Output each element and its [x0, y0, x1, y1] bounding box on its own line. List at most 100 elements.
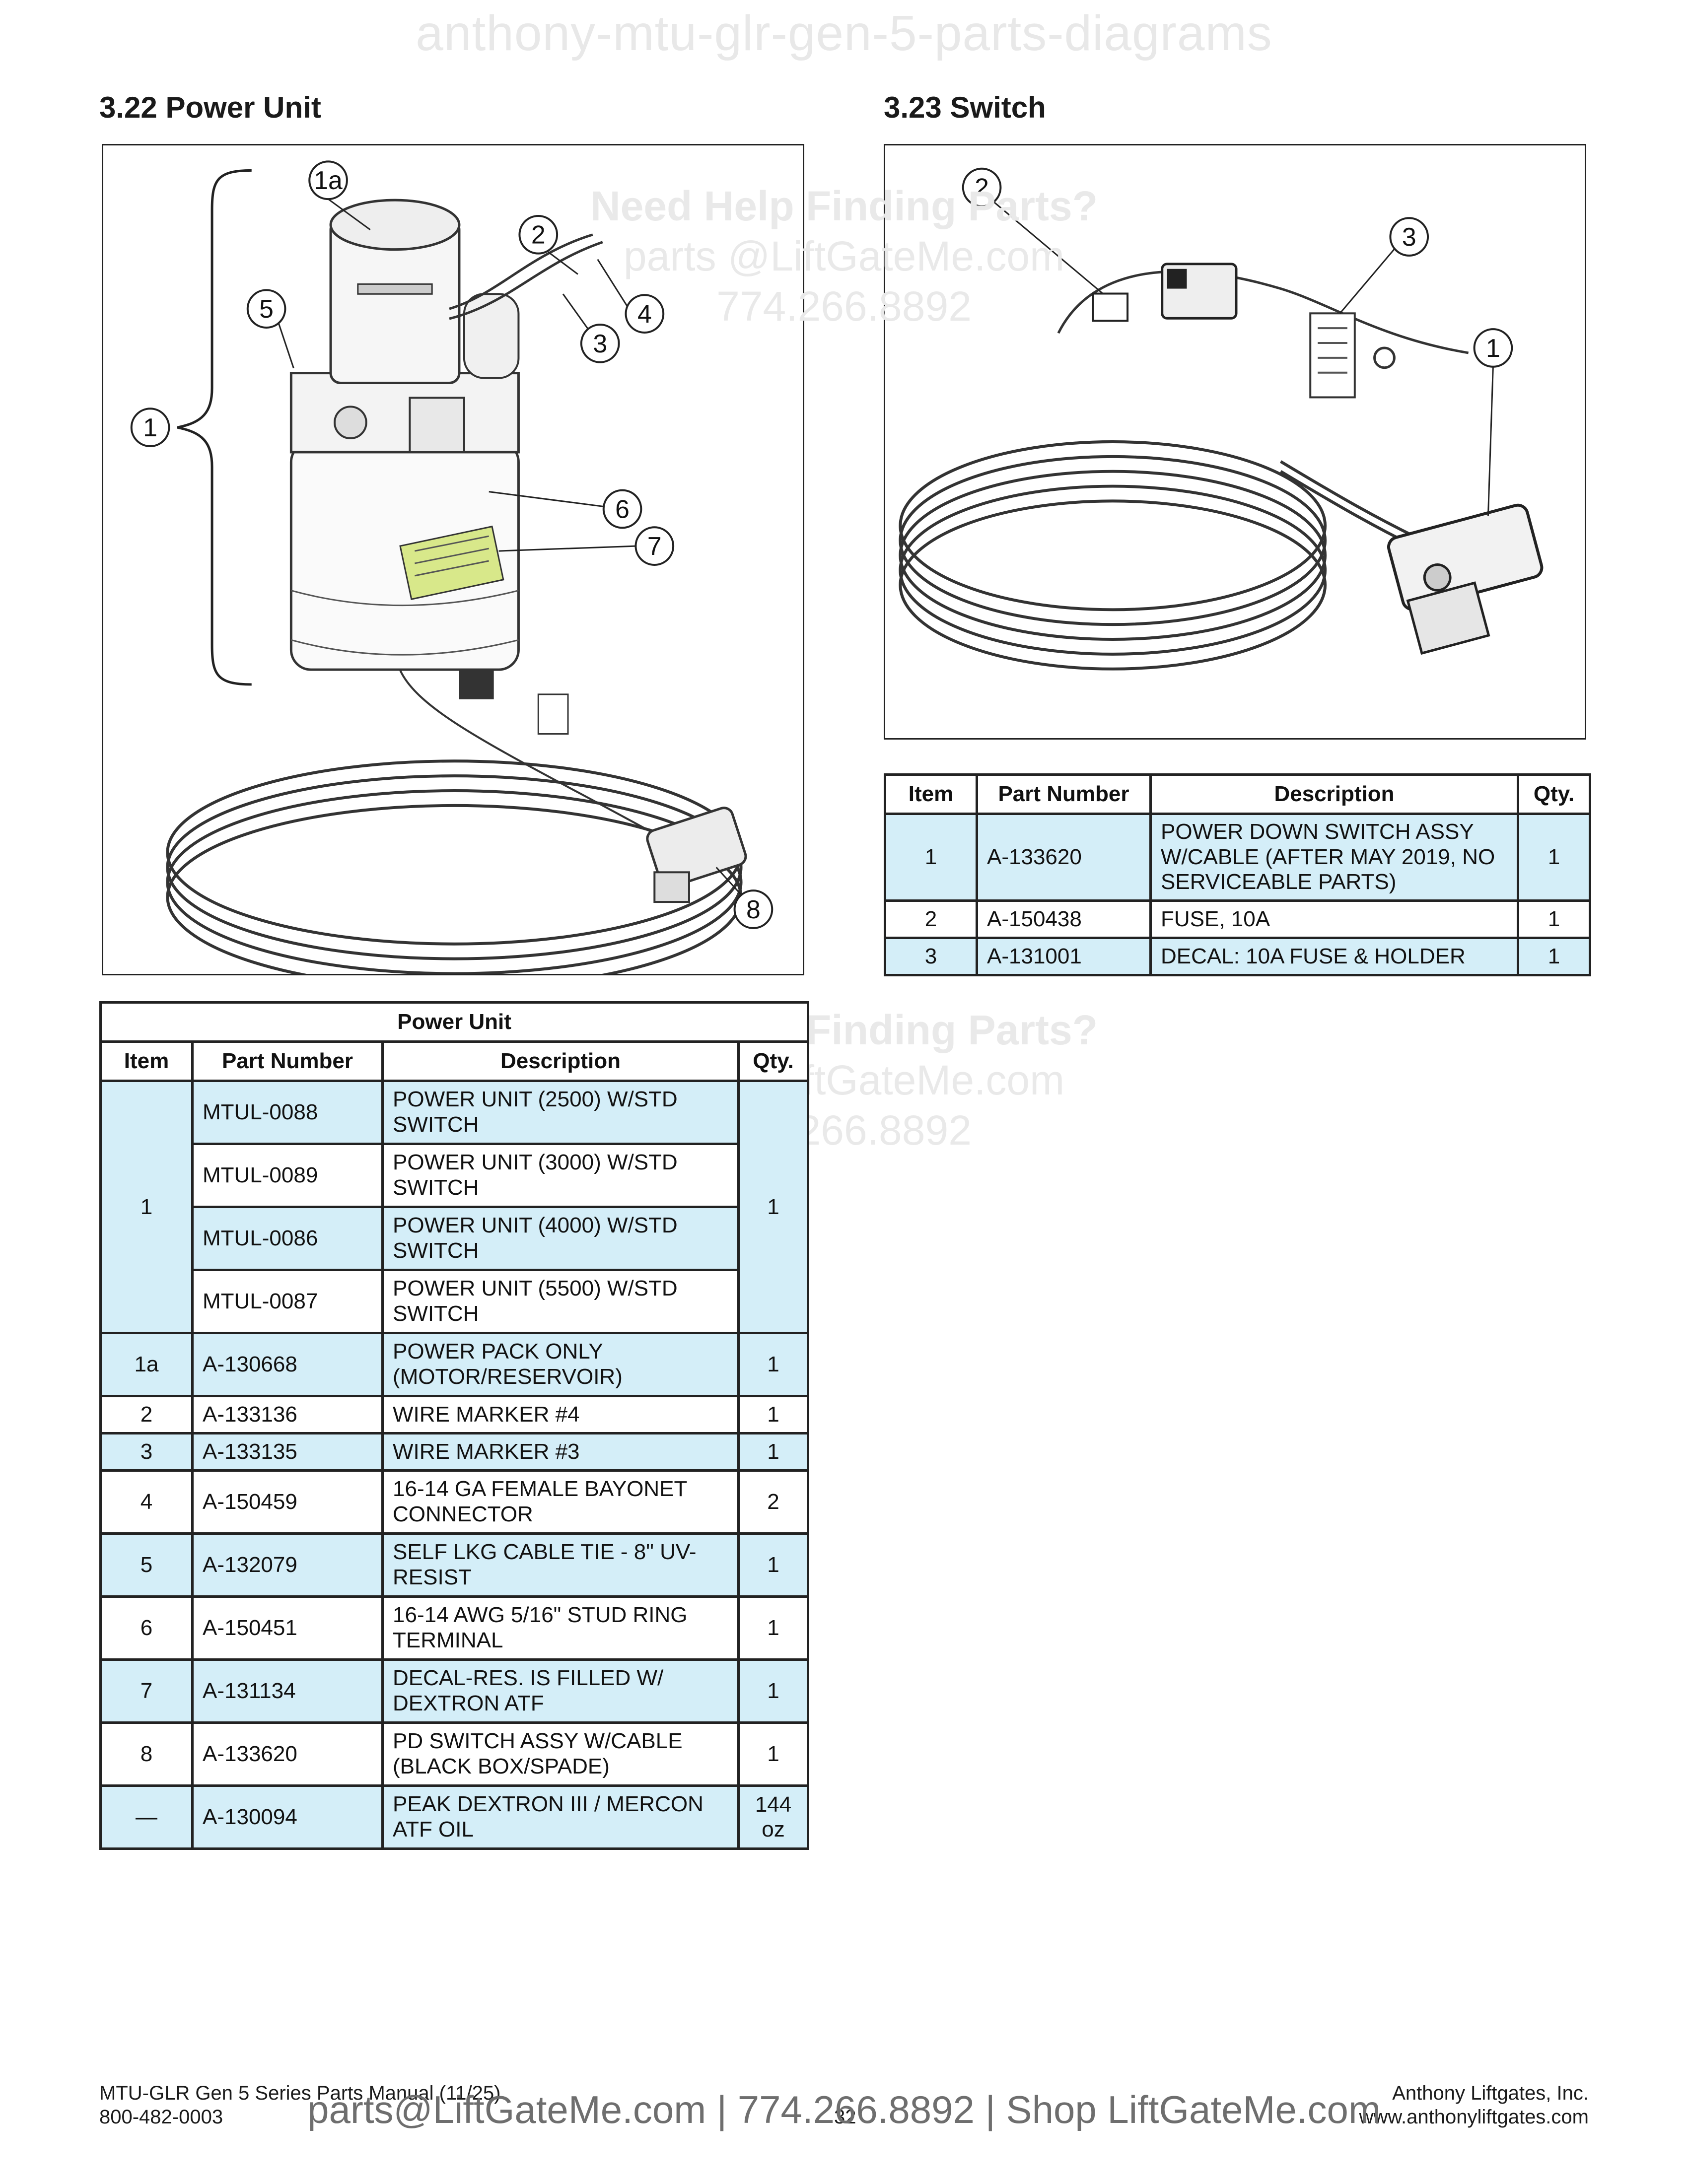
table-row: — A-130094 PEAK DEXTRON III / MERCON ATF… — [99, 1784, 810, 1850]
description-cell: PD SWITCH ASSY W/CABLE (BLACK BOX/SPADE) — [381, 1721, 740, 1787]
part-number-cell: A-133620 — [191, 1721, 384, 1787]
table-row: MTUL-0086 POWER UNIT (4000) W/STD SWITCH — [101, 1206, 808, 1271]
svg-text:5: 5 — [259, 294, 274, 323]
col-item: Item — [99, 1040, 194, 1082]
description-cell: WIRE MARKER #3 — [381, 1432, 740, 1472]
switch-section-title: 3.23 Switch — [884, 91, 1046, 124]
table-row: 3 A-131001 DECAL: 10A FUSE & HOLDER 1 — [884, 937, 1591, 976]
part-number-cell: A-150451 — [191, 1595, 384, 1661]
part-number-cell: A-131001 — [976, 937, 1152, 976]
part-number-cell: A-131134 — [191, 1658, 384, 1724]
item-cell: 8 — [99, 1721, 194, 1787]
qty-cell: 144 oz — [737, 1784, 810, 1850]
part-number-cell: A-130094 — [191, 1784, 384, 1850]
table-row: 5 A-132079 SELF LKG CABLE TIE - 8" UV-RE… — [99, 1532, 810, 1598]
table-row: 1 MTUL-0088 POWER UNIT (2500) W/STD SWIT… — [99, 1080, 810, 1334]
qty-cell: 1 — [737, 1721, 810, 1787]
callout-4: 4 — [597, 259, 665, 334]
table-row: MTUL-0087 POWER UNIT (5500) W/STD SWITCH — [101, 1269, 808, 1334]
svg-text:7: 7 — [647, 532, 662, 560]
table-row: 1a A-130668 POWER PACK ONLY (MOTOR/RESER… — [99, 1332, 810, 1397]
description-cell: WIRE MARKER #4 — [381, 1395, 740, 1434]
part-number-cell: A-150438 — [976, 899, 1152, 939]
callout-3: 3 — [562, 293, 620, 363]
part-number-cell: A-133136 — [191, 1395, 384, 1434]
switch-parts-table: Item Part Number Description Qty. 1 A-13… — [884, 773, 1591, 976]
footer-phone: 800-482-0003 — [99, 2106, 223, 2128]
col-part-number: Part Number — [191, 1040, 384, 1082]
qty-cell: 1 — [737, 1532, 810, 1598]
svg-text:4: 4 — [637, 299, 652, 328]
table-row: 1 A-133620 POWER DOWN SWITCH ASSY W/CABL… — [884, 813, 1591, 902]
callout-7: 7 — [498, 526, 675, 566]
qty-cell: 1 — [737, 1595, 810, 1661]
footer-website[interactable]: www.anthonyliftgates.com — [1359, 2106, 1589, 2128]
qty-cell: 2 — [737, 1469, 810, 1535]
part-number-cell: MTUL-0088 — [191, 1080, 384, 1145]
table-row: 2 A-150438 FUSE, 10A 1 — [884, 899, 1591, 939]
part-number-cell: A-133620 — [976, 813, 1152, 902]
description-cell: FUSE, 10A — [1149, 899, 1519, 939]
description-cell: POWER UNIT (3000) W/STD SWITCH — [381, 1143, 740, 1208]
part-number-cell: MTUL-0086 — [191, 1206, 384, 1271]
item-cell: 3 — [884, 937, 978, 976]
description-cell: 16-14 AWG 5/16" STUD RING TERMINAL — [381, 1595, 740, 1661]
part-number-cell: A-150459 — [191, 1469, 384, 1535]
description-cell: POWER UNIT (2500) W/STD SWITCH — [381, 1080, 740, 1145]
col-description: Description — [1149, 773, 1519, 815]
footer-page-number: 32 — [834, 2106, 856, 2128]
description-cell: DECAL: 10A FUSE & HOLDER — [1149, 937, 1519, 976]
description-cell: DECAL-RES. IS FILLED W/ DEXTRON ATF — [381, 1658, 740, 1724]
item-cell: 3 — [99, 1432, 194, 1472]
item-cell: — — [99, 1784, 194, 1850]
qty-cell: 1 — [737, 1432, 810, 1472]
table-row: MTUL-0089 POWER UNIT (3000) W/STD SWITCH — [101, 1143, 808, 1208]
qty-cell: 1 — [737, 1395, 810, 1434]
power-unit-parts-table: Power Unit Item Part Number Description … — [99, 1001, 810, 1850]
item-cell: 7 — [99, 1658, 194, 1724]
description-cell: SELF LKG CABLE TIE - 8" UV-RESIST — [381, 1532, 740, 1598]
svg-text:1a: 1a — [314, 166, 343, 195]
col-part-number: Part Number — [976, 773, 1152, 815]
qty-cell: 1 — [737, 1080, 810, 1334]
callout-1a: 1a — [308, 160, 371, 231]
footer-contact-banner[interactable]: parts@LiftGateMe.com | 774.266.8892 | Sh… — [307, 2088, 1381, 2131]
description-cell: 16-14 GA FEMALE BAYONET CONNECTOR — [381, 1469, 740, 1535]
table-row: 8 A-133620 PD SWITCH ASSY W/CABLE (BLACK… — [99, 1721, 810, 1787]
callout-5: 5 — [246, 289, 294, 369]
description-cell: PEAK DEXTRON III / MERCON ATF OIL — [381, 1784, 740, 1850]
svg-text:3: 3 — [1402, 222, 1416, 251]
svg-text:1: 1 — [1486, 334, 1500, 362]
qty-cell: 1 — [1517, 937, 1591, 976]
svg-text:8: 8 — [746, 895, 761, 924]
description-cell: POWER UNIT (4000) W/STD SWITCH — [381, 1206, 740, 1271]
item-cell: 1 — [884, 813, 978, 902]
svg-text:2: 2 — [531, 220, 546, 249]
switch-callout-1: 1 — [1473, 328, 1513, 516]
item-cell: 6 — [99, 1595, 194, 1661]
description-cell: POWER PACK ONLY (MOTOR/RESERVOIR) — [381, 1332, 740, 1397]
part-number-cell: A-133135 — [191, 1432, 384, 1472]
description-cell: POWER UNIT (5500) W/STD SWITCH — [381, 1269, 740, 1334]
switch-diagram: 2 3 1 — [884, 144, 1586, 740]
qty-cell: 1 — [737, 1332, 810, 1397]
col-qty: Qty. — [1517, 773, 1591, 815]
callout-8: 8 — [715, 867, 774, 929]
svg-text:3: 3 — [593, 329, 607, 358]
item-cell: 2 — [99, 1395, 194, 1434]
help-watermark-top: Need Help Finding Parts? parts @LiftGate… — [590, 183, 1098, 330]
qty-cell: 1 — [737, 1658, 810, 1724]
part-number-cell: MTUL-0089 — [191, 1143, 384, 1208]
footer-manual-title: MTU-GLR Gen 5 Series Parts Manual (11/25… — [99, 2082, 501, 2104]
callout-1: 1 — [130, 408, 170, 447]
item-cell: 5 — [99, 1532, 194, 1598]
table-row: 4 A-150459 16-14 GA FEMALE BAYONET CONNE… — [99, 1469, 810, 1535]
switch-callout-2: 2 — [962, 167, 1104, 294]
qty-cell: 1 — [1517, 813, 1591, 902]
footer-company: Anthony Liftgates, Inc. — [1392, 2082, 1589, 2104]
table-row: 3 A-133135 WIRE MARKER #3 1 — [99, 1432, 810, 1472]
item-cell: 1 — [99, 1080, 194, 1334]
part-number-cell: MTUL-0087 — [191, 1269, 384, 1334]
power-unit-table-caption: Power Unit — [99, 1001, 810, 1043]
item-cell: 2 — [884, 899, 978, 939]
